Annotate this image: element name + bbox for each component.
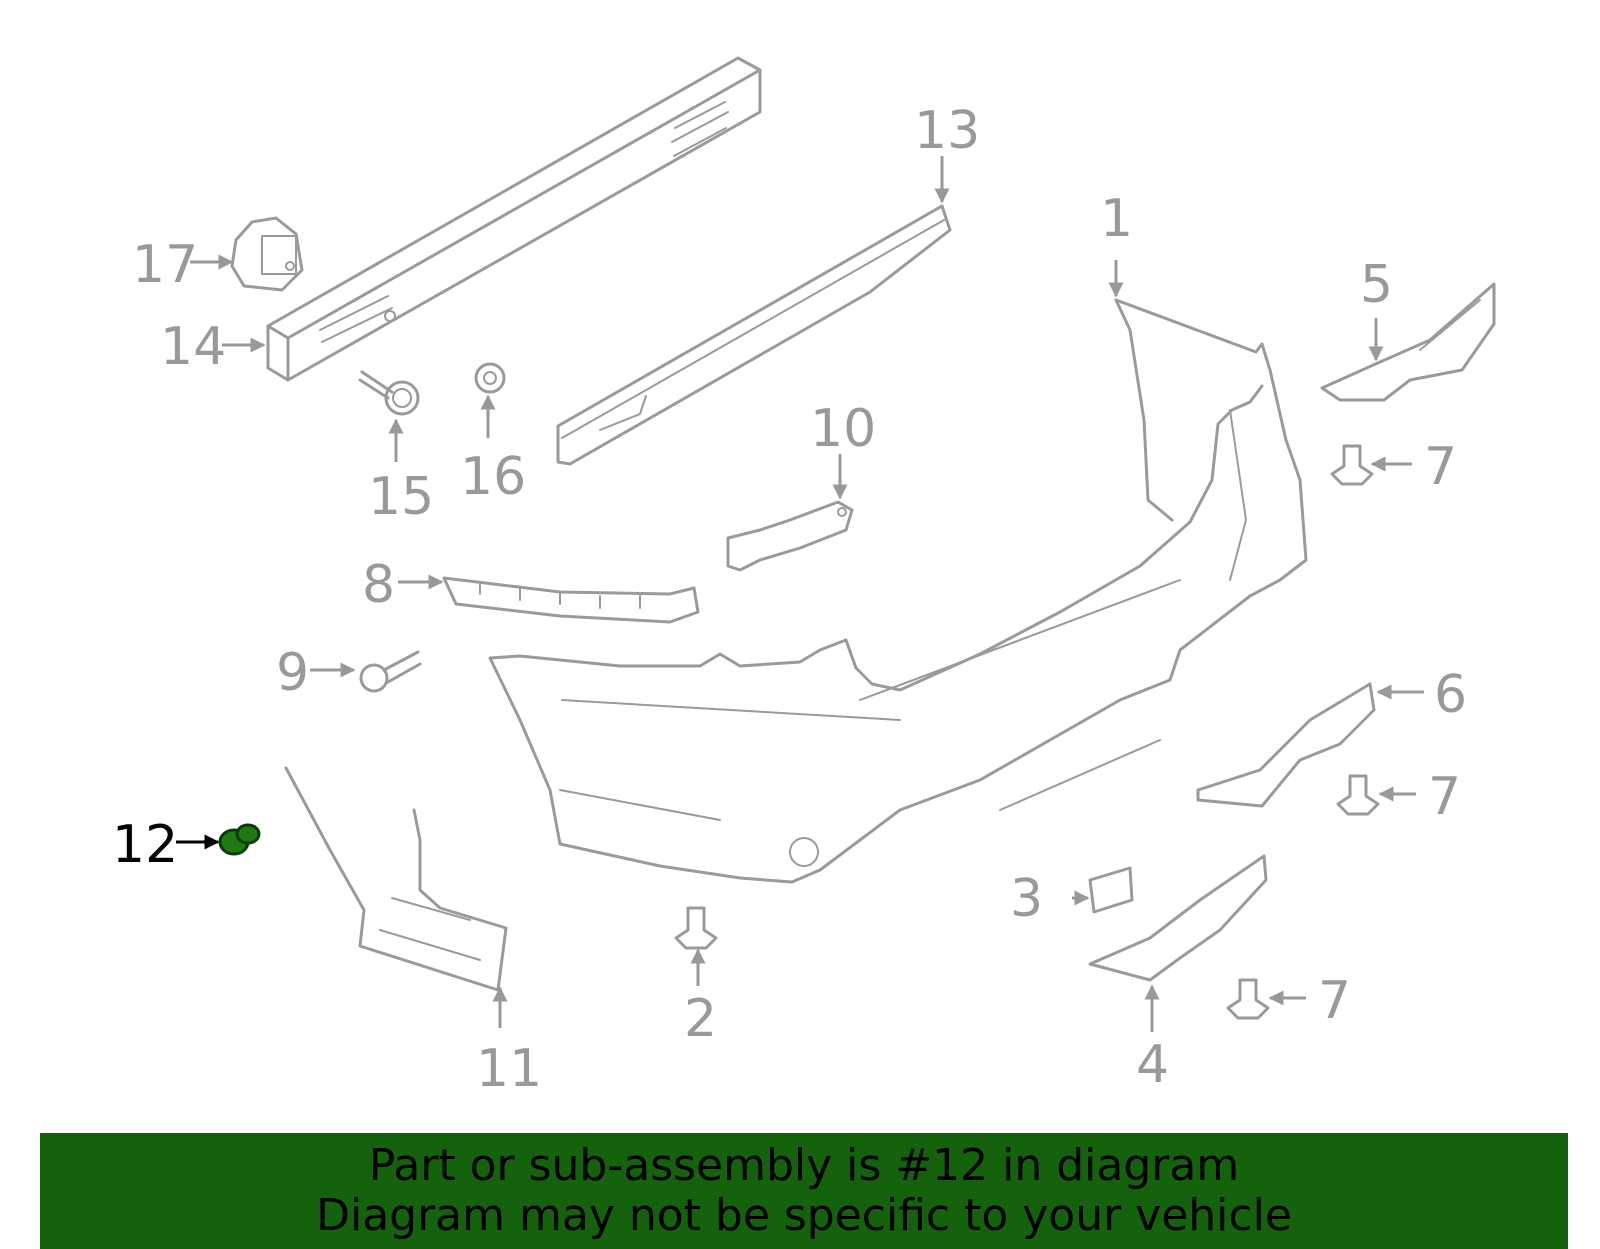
callout-7a: 7 <box>1424 437 1457 497</box>
part-3-cap <box>1088 866 1134 914</box>
part-12-clip-highlighted <box>218 823 261 856</box>
part-17-bracket <box>230 216 304 292</box>
part-16-nut <box>474 362 506 394</box>
part-4-bracket <box>1088 854 1268 982</box>
part-7-clip-c <box>1226 978 1270 1020</box>
part-7-clip-b <box>1336 774 1380 816</box>
callout-13: 13 <box>914 101 980 161</box>
part-14-reinforcement-beam <box>266 56 762 382</box>
part-15-bolt <box>358 370 420 416</box>
callout-17: 17 <box>132 235 198 295</box>
callout-8: 8 <box>362 555 395 615</box>
part-11-bracket <box>284 766 508 992</box>
part-13-absorber <box>556 204 952 466</box>
callout-16: 16 <box>460 447 526 507</box>
part-9-screw <box>359 650 422 693</box>
callout-3: 3 <box>1010 869 1043 929</box>
callout-2: 2 <box>684 989 717 1049</box>
callout-7b: 7 <box>1428 767 1461 827</box>
callout-12: 12 <box>112 815 178 875</box>
callout-7c: 7 <box>1318 971 1351 1031</box>
part-7-clip-a <box>1330 444 1374 486</box>
callout-5: 5 <box>1360 255 1393 315</box>
part-6-bracket <box>1196 682 1376 808</box>
info-banner: Part or sub-assembly is #12 in diagram D… <box>40 1133 1568 1249</box>
callout-15: 15 <box>368 467 434 527</box>
part-8-retainer <box>442 576 700 624</box>
banner-line-1: Part or sub-assembly is #12 in diagram <box>368 1140 1240 1191</box>
callout-1: 1 <box>1100 189 1133 249</box>
part-1-bumper-cover <box>488 298 1308 884</box>
callout-10: 10 <box>810 399 876 459</box>
part-2-clip <box>674 906 718 950</box>
part-5-bracket <box>1320 282 1496 402</box>
callout-14: 14 <box>160 317 226 377</box>
callout-9: 9 <box>276 643 309 703</box>
callout-6: 6 <box>1434 665 1467 725</box>
callout-labels: 1 2 3 4 5 6 7 7 7 8 9 10 11 12 13 14 15 … <box>112 101 1467 1099</box>
part-10-bracket <box>726 500 854 572</box>
banner-line-2: Diagram may not be specific to your vehi… <box>316 1190 1292 1241</box>
callout-4: 4 <box>1136 1035 1169 1095</box>
leader-lines <box>176 156 1424 1032</box>
callout-11: 11 <box>476 1039 542 1099</box>
